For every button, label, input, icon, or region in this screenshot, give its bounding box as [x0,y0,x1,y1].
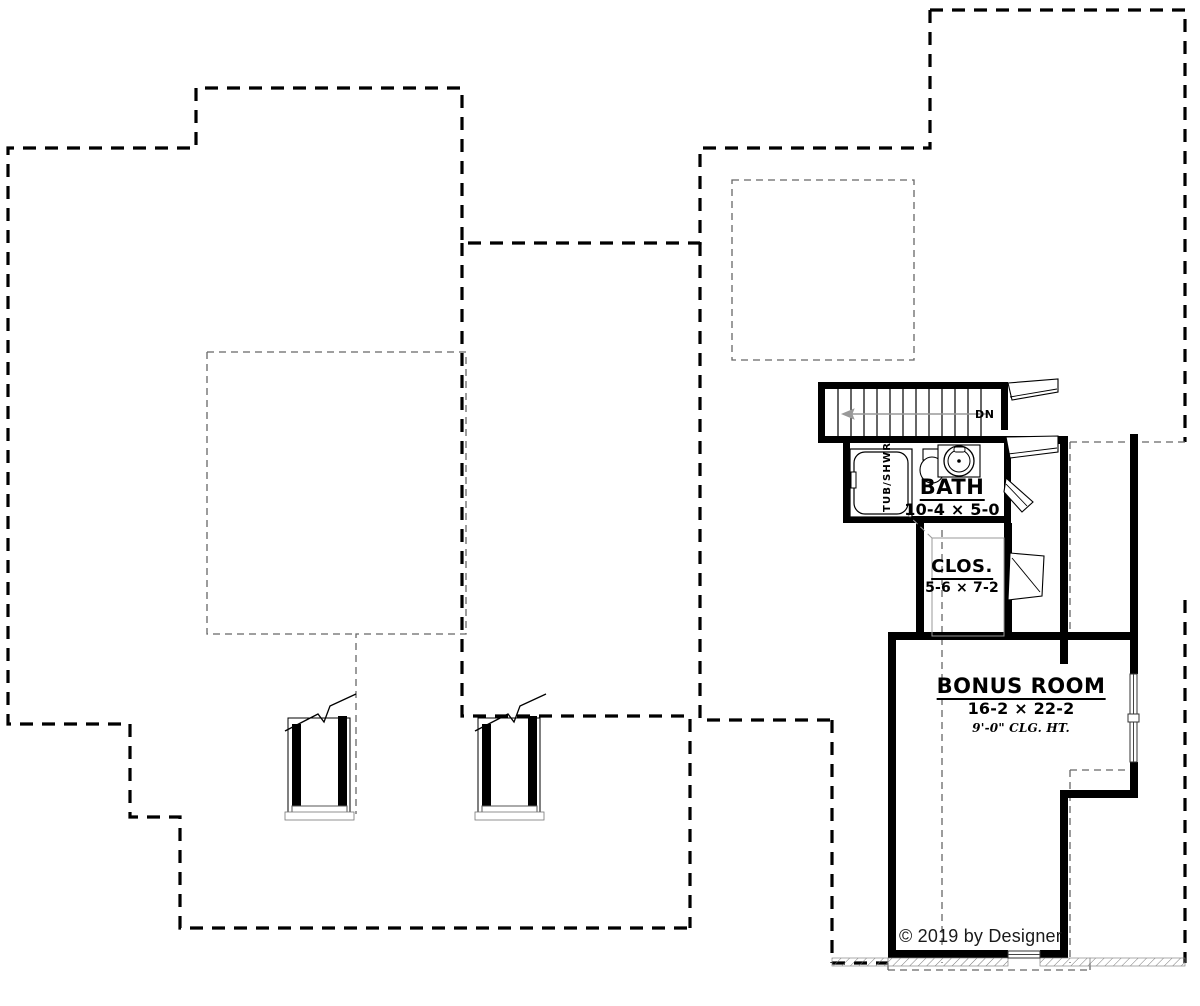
doors[interactable] [1003,378,1059,601]
room-dims-closet: 5-6 × 7-2 [925,580,999,596]
tub-shower-fixture[interactable] [849,448,913,518]
door-stair-top [1007,378,1059,401]
room-label-closet: CLOS. [931,557,993,580]
door-bath [1003,476,1034,513]
tub-shower-label: TUB/SHWR [882,441,893,512]
copyright-notice: © 2019 by Designer [899,926,1062,946]
closet-interior-ghost [904,511,1005,637]
window-bonus-bottom[interactable] [1007,950,1041,959]
bath-fixtures [849,444,981,518]
dormer-window-left[interactable] [284,693,357,821]
wall-hatch-bottom [831,957,1186,967]
staircase[interactable] [825,389,1001,436]
room-label-bonus-room: BONUS ROOM [936,675,1106,701]
door-closet [1007,552,1045,601]
door-stair-bottom [1005,435,1059,459]
stair-direction-label: DN [975,408,995,421]
window-bonus-right[interactable] [1127,673,1140,763]
room-ceiling-note-bonus-room: 9'-0" CLG. HT. [972,721,1070,735]
dormer-window-right[interactable] [474,693,547,821]
room-dims-bonus-room: 16-2 × 22-2 [967,699,1075,718]
room-dims-bath: 10-4 × 5-0 [904,500,1000,519]
vanity-sink-fixture[interactable] [937,444,981,478]
room-label-bath: BATH [919,476,985,502]
